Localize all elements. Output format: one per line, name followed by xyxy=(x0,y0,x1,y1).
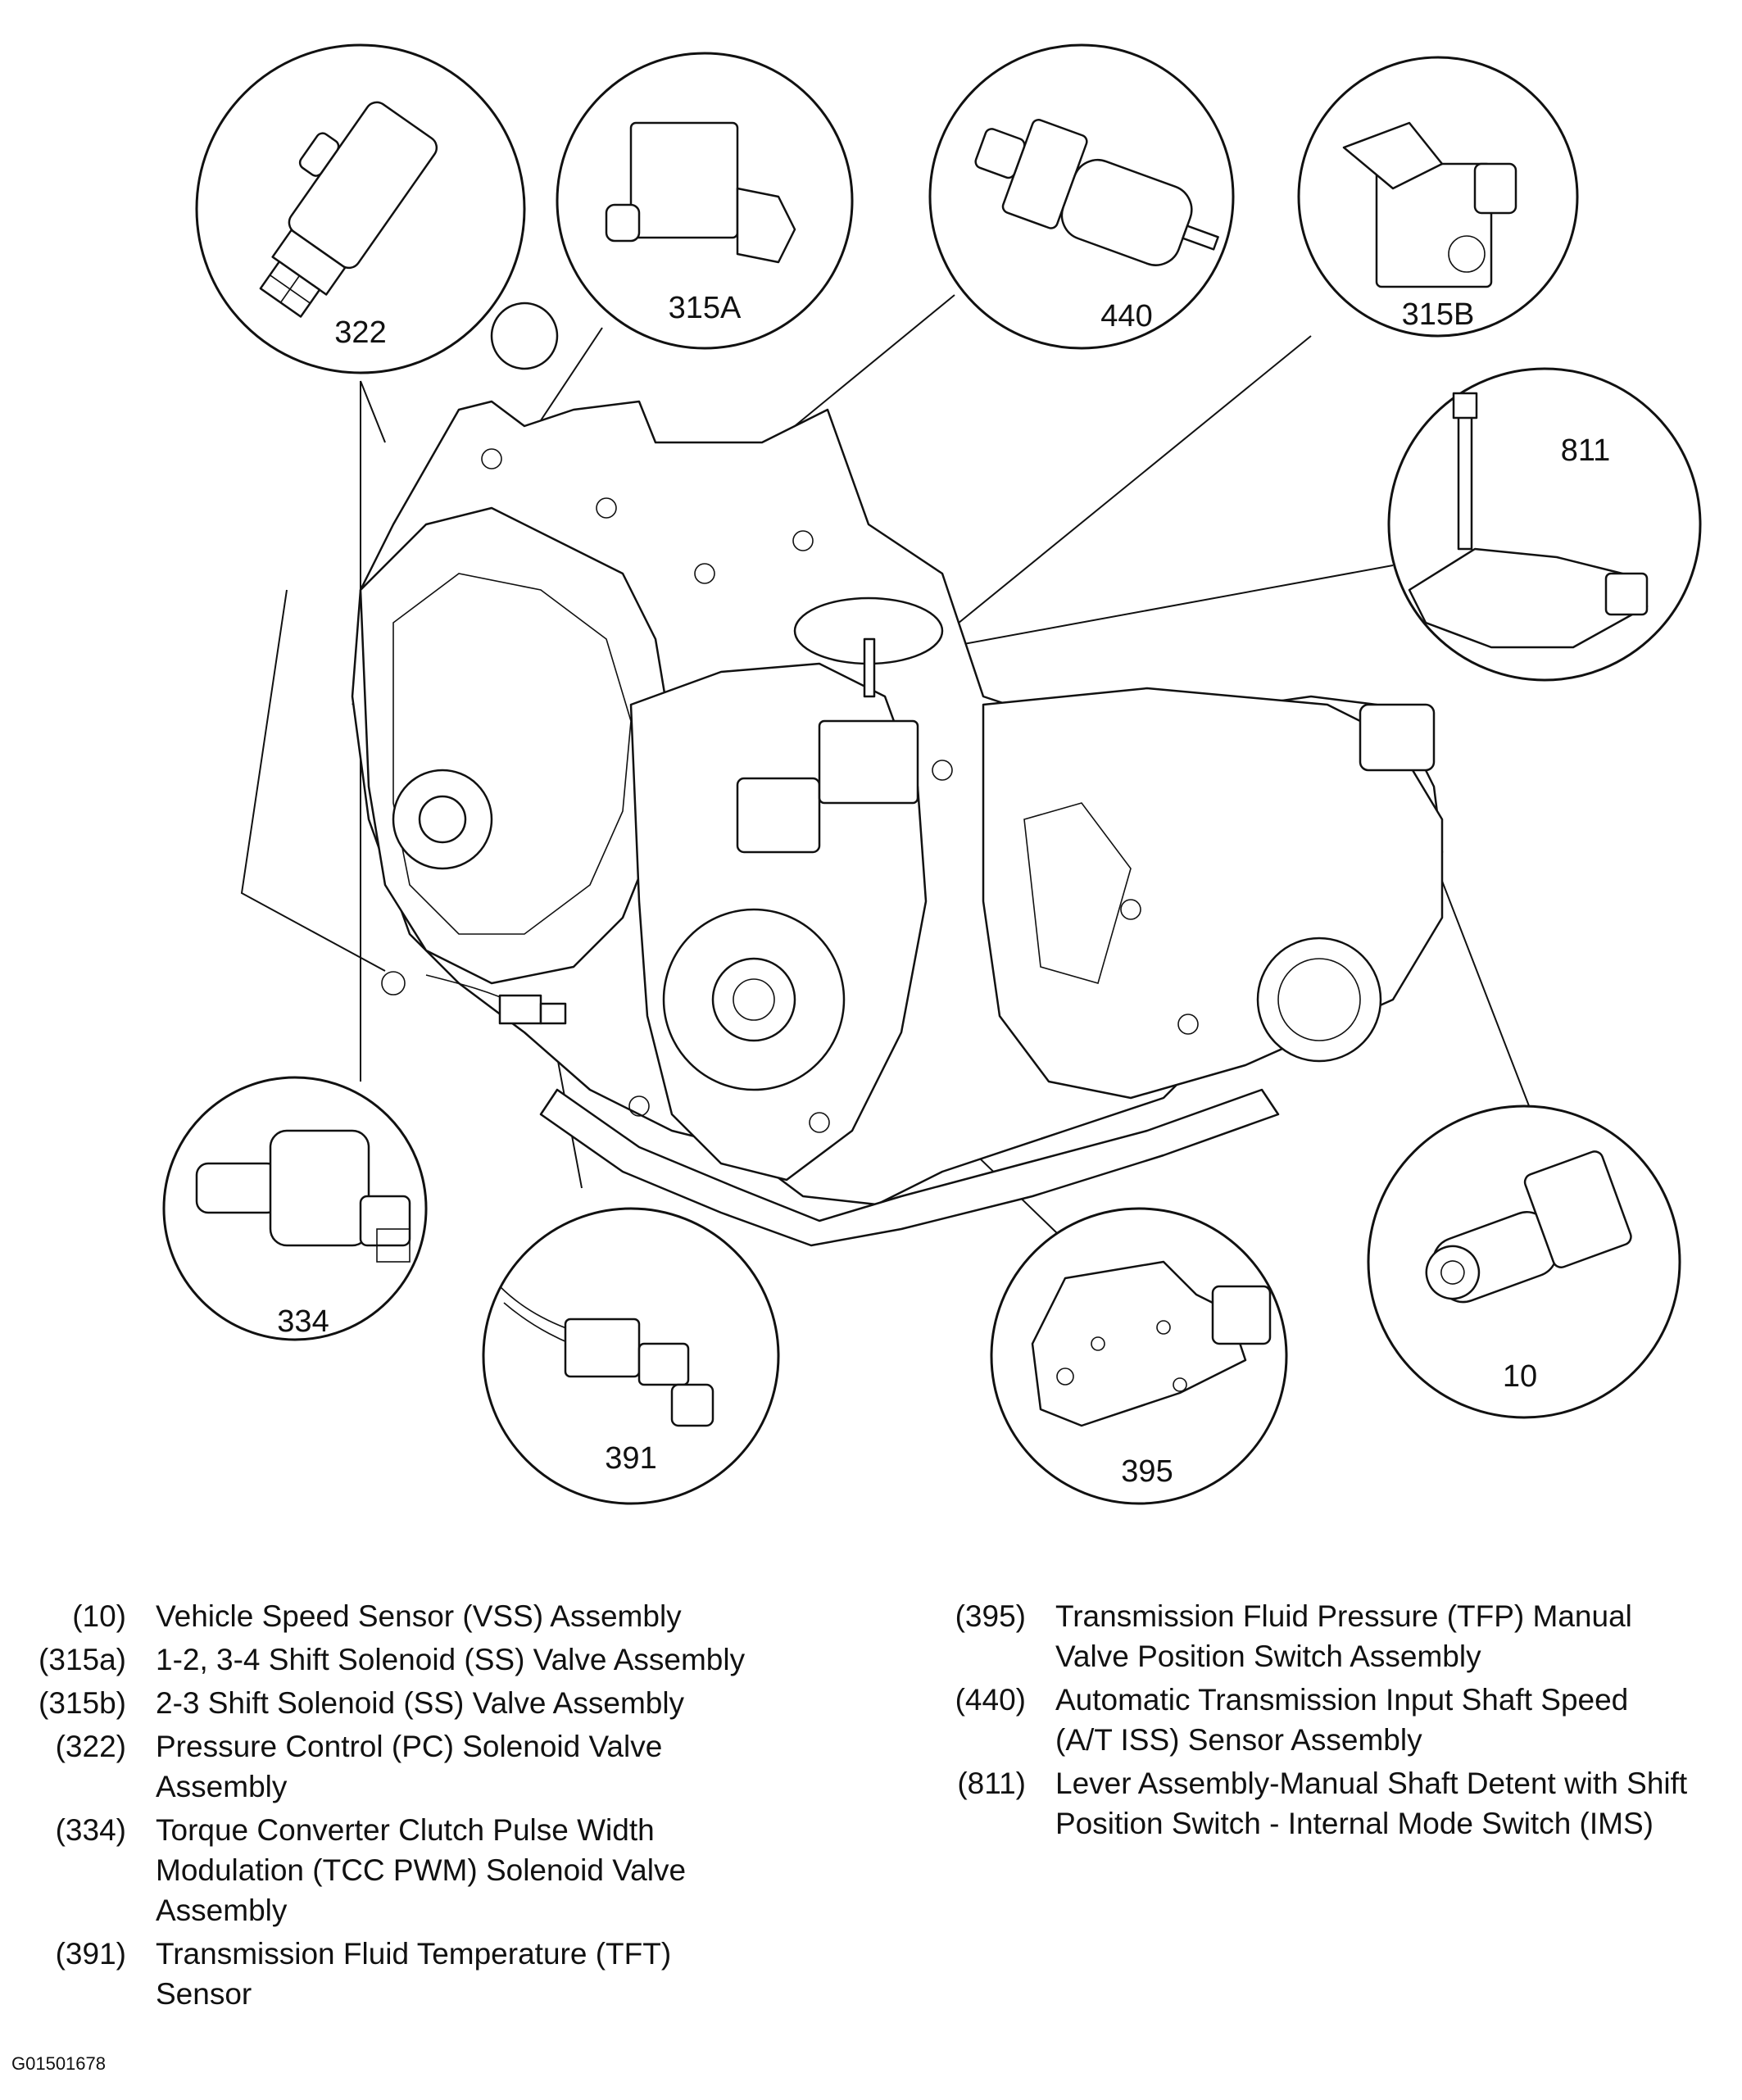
callout-334: 334 xyxy=(162,1076,428,1341)
callout-label-811: 811 xyxy=(1561,433,1611,468)
callout-label-395: 395 xyxy=(1121,1454,1173,1489)
legend-item-391: (391) Transmission Fluid Temperature (TF… xyxy=(16,1934,877,2014)
legend-code: (440) xyxy=(955,1683,1026,1717)
legend-code: (315b) xyxy=(39,1686,126,1720)
transmission-assembly xyxy=(351,302,1444,1247)
legend-code: (334) xyxy=(55,1813,126,1847)
legend-desc: Torque Converter Clutch Pulse Width Modu… xyxy=(156,1813,687,1927)
legend-desc: Lever Assembly-Manual Shaft Detent with … xyxy=(1055,1767,1688,1840)
callout-440: 440 xyxy=(928,43,1235,350)
legend-item-811: (811) Lever Assembly-Manual Shaft Detent… xyxy=(942,1763,1729,1844)
legend-code: (10) xyxy=(72,1599,126,1633)
callout-811: 811 xyxy=(1387,367,1702,682)
legend-code: (395) xyxy=(955,1599,1026,1633)
callout-391: 391 xyxy=(482,1207,780,1505)
callout-label-391: 391 xyxy=(605,1441,656,1476)
callout-315a: 315A xyxy=(556,52,854,350)
legend-item-322: (322) Pressure Control (PC) Solenoid Val… xyxy=(16,1726,877,1807)
legend-code: (315a) xyxy=(39,1643,126,1676)
legend-desc: 2-3 Shift Solenoid (SS) Valve Assembly xyxy=(156,1686,685,1720)
legend-item-395: (395) Transmission Fluid Pressure (TFP) … xyxy=(942,1596,1729,1676)
callout-322: 322 xyxy=(195,43,526,374)
callout-395: 395 xyxy=(990,1207,1288,1505)
legend-item-10: (10) Vehicle Speed Sensor (VSS) Assembly xyxy=(16,1596,877,1636)
callout-10: 10 xyxy=(1367,1104,1681,1419)
legend-desc: Vehicle Speed Sensor (VSS) Assembly xyxy=(156,1599,682,1633)
callout-label-315a: 315A xyxy=(669,291,742,325)
callout-label-315b: 315B xyxy=(1402,297,1475,332)
callout-label-334: 334 xyxy=(277,1304,329,1339)
legend-code: (322) xyxy=(55,1730,126,1763)
legend-item-315a: (315a) 1-2, 3-4 Shift Solenoid (SS) Valv… xyxy=(16,1640,877,1680)
callout-315b: 315B xyxy=(1297,56,1579,338)
legend-code: (811) xyxy=(957,1767,1026,1800)
transmission-component-diagram: 322 315A 440 315B 811 xyxy=(162,43,1702,1505)
figure-id: G01501678 xyxy=(11,2053,106,2074)
legend-desc: Pressure Control (PC) Solenoid Valve Ass… xyxy=(156,1730,663,1803)
legend-desc: Transmission Fluid Temperature (TFT) Sen… xyxy=(156,1937,672,2011)
legend-right-column: (395) Transmission Fluid Pressure (TFP) … xyxy=(942,1596,1729,1847)
legend-desc: Automatic Transmission Input Shaft Speed… xyxy=(1055,1683,1629,1757)
callout-label-440: 440 xyxy=(1100,299,1152,333)
legend-left-column: (10) Vehicle Speed Sensor (VSS) Assembly… xyxy=(16,1596,877,2017)
callout-label-322: 322 xyxy=(334,315,386,350)
legend-item-315b: (315b) 2-3 Shift Solenoid (SS) Valve Ass… xyxy=(16,1683,877,1723)
legend-item-440: (440) Automatic Transmission Input Shaft… xyxy=(942,1680,1729,1760)
legend-desc: 1-2, 3-4 Shift Solenoid (SS) Valve Assem… xyxy=(156,1643,746,1676)
case-bolts xyxy=(381,448,1199,1133)
legend-code: (391) xyxy=(55,1937,126,1971)
legend-desc: Transmission Fluid Pressure (TFP) Manual… xyxy=(1055,1599,1632,1673)
legend-item-334: (334) Torque Converter Clutch Pulse Widt… xyxy=(16,1810,877,1930)
callout-label-10: 10 xyxy=(1503,1359,1537,1394)
